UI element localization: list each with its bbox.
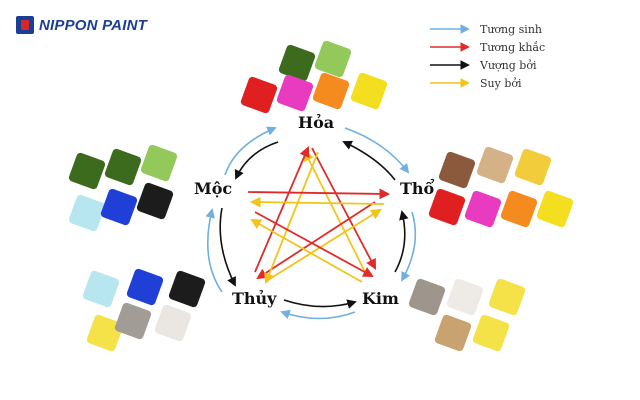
swatch [350, 72, 388, 110]
swatch [82, 270, 120, 308]
swatch [140, 144, 178, 182]
swatch [472, 314, 510, 352]
legend-arrow-icon [430, 42, 470, 52]
arrow-vuong [219, 207, 236, 287]
legend: Tương sinh Tương khắc Vượng bởi Suy bởi [428, 20, 598, 92]
swatch [314, 40, 352, 78]
swatch [438, 151, 476, 189]
swatch [276, 74, 314, 112]
arrow-sinh [224, 126, 277, 176]
swatch [464, 190, 502, 228]
arrow-vuong [394, 210, 409, 273]
swatch [476, 146, 514, 184]
label-kim: Kim [362, 289, 399, 308]
swatch [278, 44, 316, 82]
arrow-sinh [401, 211, 417, 282]
arrow-suy [304, 150, 366, 273]
swatch [168, 270, 206, 308]
swatch [434, 314, 472, 352]
arrow-khac [247, 188, 391, 200]
legend-label: Tương khắc [480, 40, 546, 54]
swatch [536, 190, 574, 228]
arrow-suy [267, 208, 382, 281]
legend-item: Suy bởi [428, 74, 598, 92]
swatch [68, 152, 106, 190]
inner-star-arrows [247, 146, 391, 285]
arrow-khac [254, 146, 310, 273]
swatch [100, 188, 138, 226]
legend-label: Suy bởi [480, 76, 522, 90]
swatch [312, 72, 350, 110]
swatches-tho [428, 146, 574, 228]
brand-mark-icon [16, 16, 34, 34]
label-moc: Mộc [194, 179, 232, 198]
swatch [154, 304, 192, 342]
swatch [500, 190, 538, 228]
legend-item: Vượng bởi [428, 56, 598, 74]
swatch [514, 148, 552, 186]
arrow-sinh [344, 127, 410, 174]
swatch [428, 188, 466, 226]
swatches-thuy [82, 268, 206, 352]
swatch [114, 302, 152, 340]
swatches-kim [408, 278, 526, 352]
swatch [136, 182, 174, 220]
arrow-vuong [234, 141, 279, 180]
label-tho: Thổ [400, 177, 435, 198]
legend-item: Tương khắc [428, 38, 598, 56]
brand-logo: NIPPON PAINT [16, 14, 147, 36]
arrow-suy [249, 196, 385, 208]
arrow-vuong [342, 140, 396, 181]
swatches-hoa [240, 40, 388, 114]
swatch [86, 314, 124, 352]
swatches-moc [68, 144, 178, 232]
arrow-khac [256, 201, 376, 280]
legend-arrow-icon [430, 24, 470, 34]
brand-name: NIPPON PAINT [39, 16, 147, 34]
swatch [446, 278, 484, 316]
swatch [408, 278, 446, 316]
outer-cycle-arrows [205, 126, 417, 320]
label-hoa: Hỏa [298, 113, 334, 132]
swatch [68, 194, 106, 232]
swatch [488, 278, 526, 316]
legend-label: Tương sinh [480, 22, 542, 36]
legend-arrow-icon [430, 78, 470, 88]
swatch [126, 268, 164, 306]
legend-arrow-icon [430, 60, 470, 70]
arrow-khac [254, 211, 374, 278]
arrow-sinh [205, 208, 223, 293]
arrow-khac [311, 147, 377, 270]
swatch [104, 148, 142, 186]
arrow-sinh [280, 309, 356, 320]
arrow-suy [250, 218, 363, 283]
arrow-vuong [283, 299, 357, 309]
label-thuy: Thủy [232, 289, 277, 308]
legend-item: Tương sinh [428, 20, 598, 38]
arrow-suy [264, 151, 319, 285]
swatch [240, 76, 278, 114]
legend-label: Vượng bởi [480, 58, 537, 72]
